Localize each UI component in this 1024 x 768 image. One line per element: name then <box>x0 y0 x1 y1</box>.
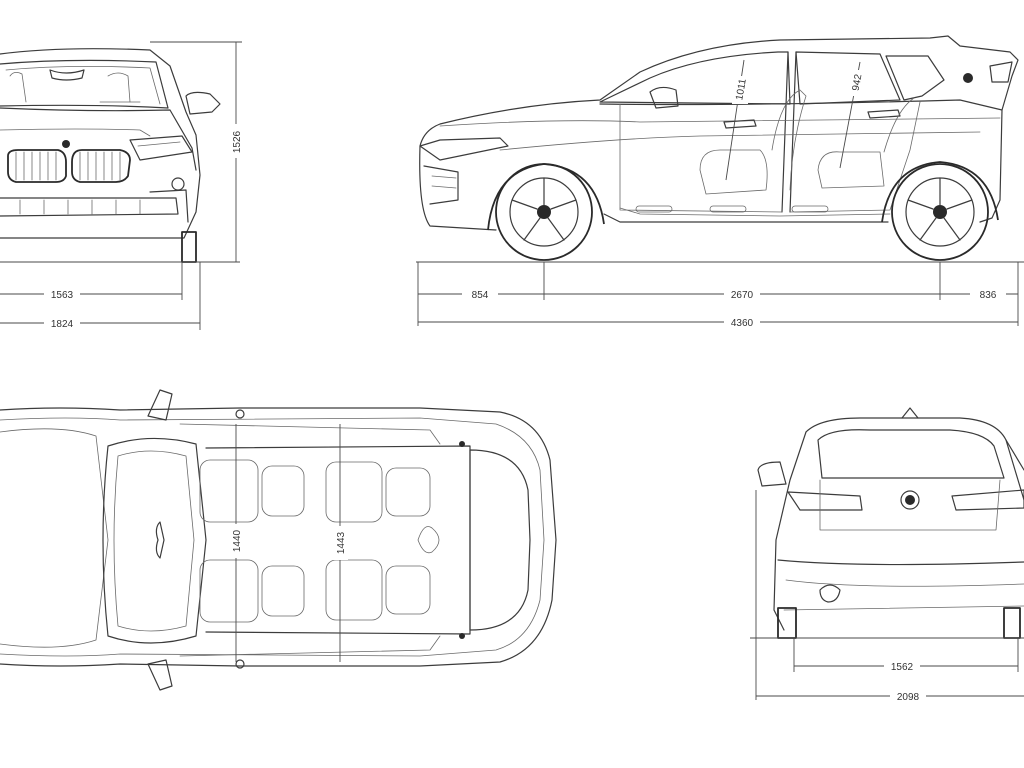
rear-view: 1562 2098 <box>750 407 1024 703</box>
dim-length: 4360 <box>731 318 754 329</box>
dim-front-width: 1824 <box>51 319 74 330</box>
top-view: 1440 1443 <box>0 389 557 691</box>
dim-rear-overhang: 836 <box>980 290 997 301</box>
front-wheel <box>487 163 605 261</box>
dim-rear-shoulder: 1443 <box>336 531 347 554</box>
front-view: 1526 1563 1824 <box>0 41 244 330</box>
dim-wheelbase: 2670 <box>731 290 754 301</box>
dim-front-overhang: 854 <box>472 290 489 301</box>
dim-front-height: 1526 <box>232 130 243 153</box>
brand-logo-icon <box>62 140 70 148</box>
rear-wheel <box>881 161 999 261</box>
dim-front-shoulder: 1440 <box>232 529 243 552</box>
brand-logo-icon-side <box>963 73 973 83</box>
dim-rear-track: 1562 <box>891 662 914 673</box>
dim-width-mirrors: 2098 <box>897 692 920 703</box>
brand-logo-icon-rear <box>900 490 920 510</box>
dim-front-track: 1563 <box>51 290 74 301</box>
side-view: 1011 942 854 2670 836 4360 <box>416 35 1024 329</box>
dim-front-headroom: 1011 <box>734 78 749 102</box>
dim-rear-headroom: 942 <box>851 73 865 92</box>
